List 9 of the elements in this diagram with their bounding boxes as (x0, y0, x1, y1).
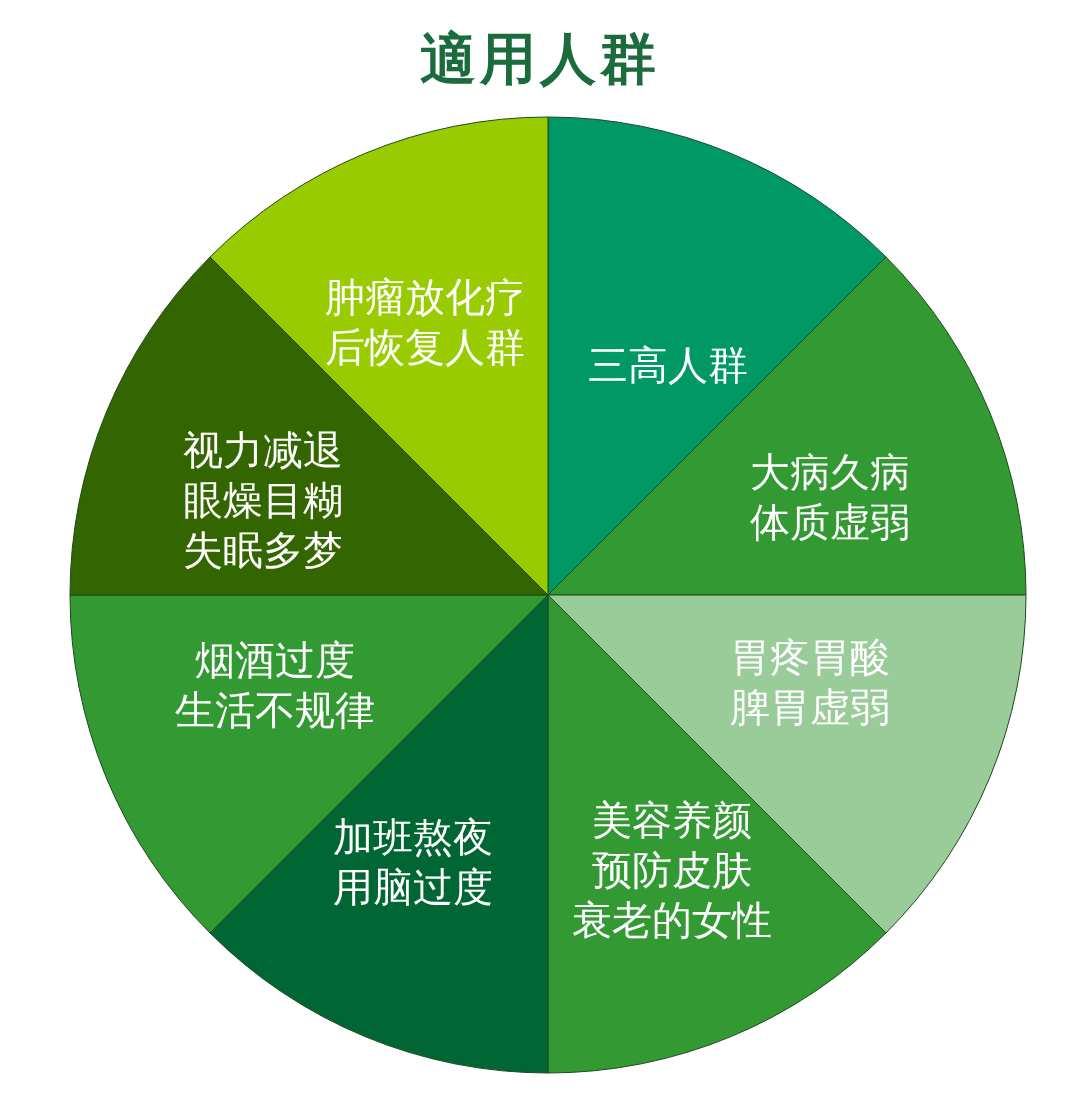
slice-label: 加班熬夜用脑过度 (333, 813, 493, 912)
slice-label: 美容养颜预防皮肤衰老的女性 (572, 796, 772, 945)
slice-label: 大病久病体质虚弱 (750, 448, 910, 547)
slice-label: 胃疼胃酸脾胃虚弱 (730, 633, 890, 732)
slice-label: 视力减退眼燥目糊失眠多梦 (183, 426, 343, 575)
title: 適用人群 (419, 24, 661, 93)
slice-label: 肿瘤放化疗后恢复人群 (325, 273, 525, 372)
slice-label: 烟酒过度生活不规律 (175, 636, 375, 735)
slice-label: 三高人群 (588, 341, 748, 390)
